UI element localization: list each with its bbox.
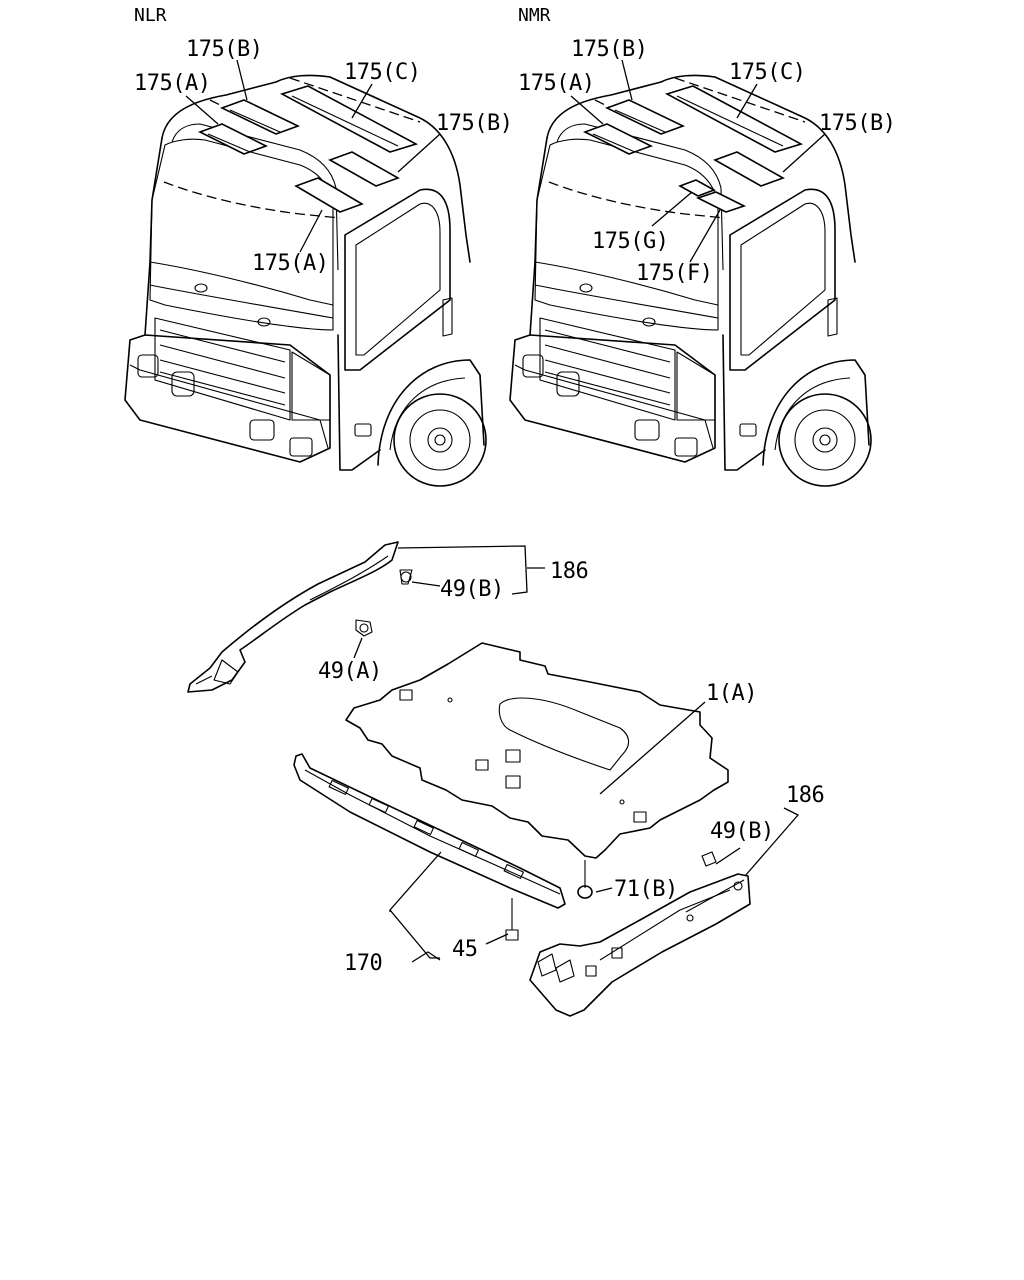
label-nlr-175a-top: 175(A)	[134, 71, 210, 96]
label-186-lower: 186	[786, 783, 824, 808]
label-49b-lower: 49(B)	[710, 819, 774, 844]
label-nlr-175b-side: 175(B)	[436, 111, 512, 136]
pad-175f	[695, 191, 747, 213]
clip-71b	[577, 860, 593, 899]
nlr-title: NLR	[134, 5, 167, 26]
label-170: 170	[344, 951, 382, 976]
pillar-trim-right	[529, 873, 751, 1017]
nmr-cab: NMR	[509, 5, 896, 487]
pillar-trim-left	[187, 541, 399, 693]
pad-175b-rear	[328, 151, 400, 187]
clip-49a	[355, 619, 373, 637]
nmr-title: NMR	[518, 5, 551, 26]
label-45: 45	[452, 937, 478, 962]
label-186-upper: 186	[550, 559, 588, 584]
pad-175a-front-nmr	[582, 123, 654, 155]
pad-175b-rear-nmr	[713, 151, 785, 187]
label-nmr-175g: 175(G)	[592, 229, 668, 254]
front-rail-170	[293, 753, 566, 909]
pad-175a-rear	[294, 177, 364, 213]
pad-175b-front-nmr	[604, 99, 686, 135]
clip-49b-upper	[399, 569, 413, 585]
label-49b-upper: 49(B)	[440, 577, 504, 602]
headlining-exploded: 186 49(B) 49(A) 1(A)	[187, 541, 825, 1017]
clip-49b-lower	[701, 851, 717, 867]
label-nmr-175a: 175(A)	[518, 71, 594, 96]
label-nmr-175b-top: 175(B)	[571, 37, 647, 62]
pad-175c	[279, 85, 419, 153]
label-nlr-175b-top: 175(B)	[186, 37, 262, 62]
headlining-panel	[345, 642, 729, 859]
label-nlr-175c: 175(C)	[344, 60, 420, 85]
pad-175c-nmr	[664, 85, 804, 153]
label-71b: 71(B)	[614, 877, 678, 902]
pad-175b-front	[219, 99, 301, 135]
nlr-cab: NLR	[124, 5, 513, 487]
label-49a: 49(A)	[318, 659, 382, 684]
bolt-45	[505, 898, 519, 941]
label-1a: 1(A)	[706, 681, 757, 706]
label-nlr-175a-bottom: 175(A)	[252, 251, 328, 276]
label-nmr-175c: 175(C)	[729, 60, 805, 85]
label-nmr-175b-side: 175(B)	[819, 111, 895, 136]
label-nmr-175f: 175(F)	[636, 261, 712, 286]
pad-175a-front	[197, 123, 269, 155]
